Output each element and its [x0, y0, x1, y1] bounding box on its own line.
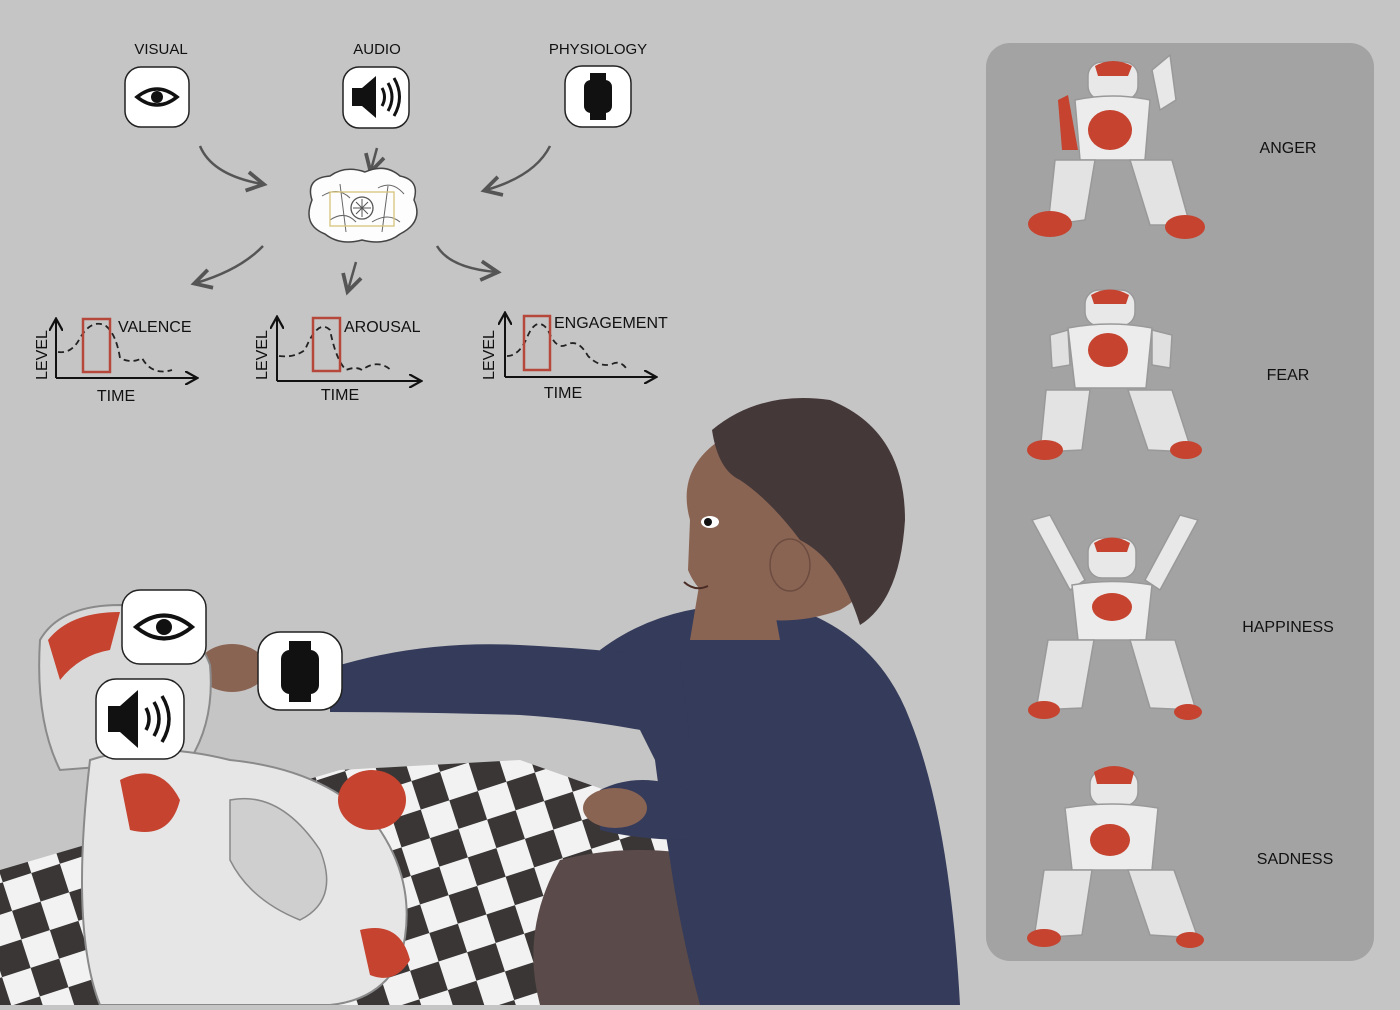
emotion-label-anger: ANGER: [1260, 140, 1317, 157]
child-right-hand: [198, 644, 266, 692]
label-physiology: PHYSIOLOGY: [549, 41, 647, 58]
smartwatch-icon: [564, 65, 632, 128]
graph-valence: VALENCE TIME LEVEL: [34, 319, 196, 405]
arrow-audio-to-brain: [371, 147, 377, 170]
eye-icon: [124, 66, 190, 128]
scene-smartwatch-icon: [257, 631, 343, 711]
robot-fear: [1027, 289, 1202, 460]
scene-eye-icon: [121, 589, 207, 665]
graph-label-engagement: ENGAGEMENT: [554, 315, 668, 332]
brain-icon: [308, 167, 418, 243]
graph-xlabel-arousal: TIME: [321, 387, 359, 404]
emotion-panel: [986, 43, 1374, 961]
arrow-physiology-to-brain: [486, 145, 552, 190]
arrow-brain-to-valence: [196, 245, 264, 283]
emotion-label-fear: FEAR: [1267, 367, 1310, 384]
emotion-label-happiness: HAPPINESS: [1242, 619, 1334, 636]
arrow-brain-to-engagement: [435, 245, 496, 272]
arrow-visual-to-brain: [198, 145, 262, 184]
graph-ylabel-engagement: LEVEL: [481, 330, 498, 380]
robot-sadness: [1027, 766, 1204, 948]
label-audio: AUDIO: [353, 41, 401, 58]
child-sweater: [600, 605, 960, 1005]
emotion-label-sadness: SADNESS: [1257, 851, 1333, 868]
graph-xlabel-valence: TIME: [97, 388, 135, 405]
label-visual: VISUAL: [134, 41, 187, 58]
robot-happiness: [1028, 514, 1202, 720]
graph-arousal: AROUSAL TIME LEVEL: [254, 318, 421, 404]
graph-label-arousal: AROUSAL: [344, 319, 421, 336]
child-hair: [712, 398, 905, 625]
graph-ylabel-arousal: LEVEL: [254, 330, 271, 380]
graph-ylabel-valence: LEVEL: [34, 330, 51, 380]
scene-speaker-icon: [95, 678, 185, 760]
child-arm: [330, 644, 690, 740]
graph-xlabel-engagement: TIME: [544, 385, 582, 402]
arrow-brain-to-arousal: [348, 261, 356, 290]
graph-engagement: ENGAGEMENT TIME LEVEL: [481, 314, 668, 402]
graph-label-valence: VALENCE: [118, 319, 192, 336]
speaker-icon: [342, 66, 410, 129]
child-left-hand: [583, 788, 647, 828]
robot-anger: [1028, 53, 1205, 239]
